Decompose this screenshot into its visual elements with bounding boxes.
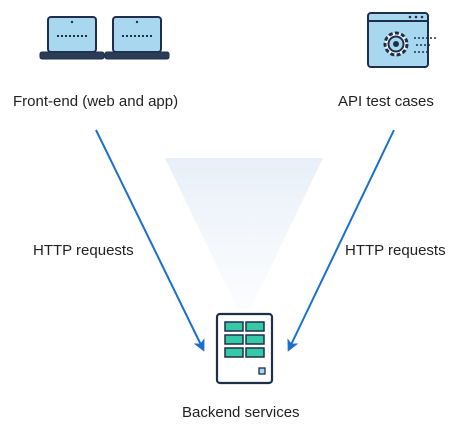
server-icon [215, 312, 274, 385]
laptop-icon [104, 16, 170, 60]
gear-icon [383, 31, 409, 57]
http-request-arrow-left [95, 129, 205, 352]
api-test-cases-label: API test cases [338, 93, 434, 110]
http-requests-label-right: HTTP requests [345, 242, 446, 259]
gear-window-icon [367, 12, 436, 68]
laptop-icon [39, 16, 105, 60]
backend-services-label: Backend services [182, 404, 300, 421]
funnel-shape [165, 158, 323, 310]
http-requests-label-left: HTTP requests [33, 242, 134, 259]
frontend-label: Front-end (web and app) [13, 93, 179, 110]
http-request-arrow-right [287, 129, 395, 352]
